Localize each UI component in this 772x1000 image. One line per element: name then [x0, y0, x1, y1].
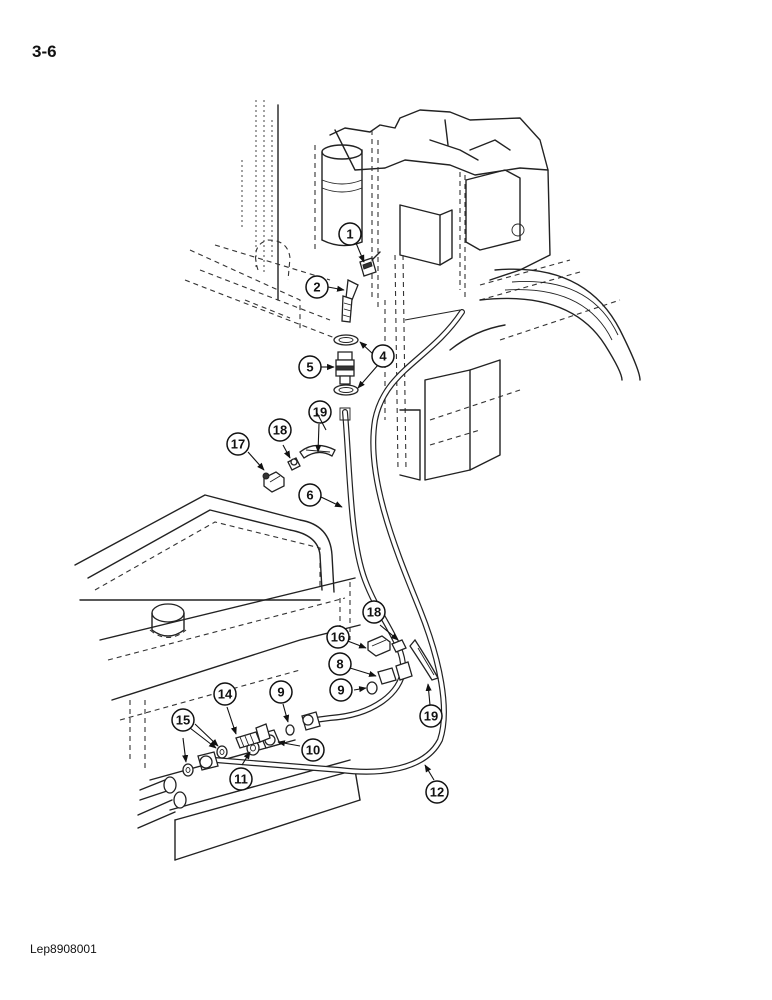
svg-text:12: 12	[430, 785, 444, 800]
svg-text:1: 1	[346, 227, 353, 242]
svg-text:14: 14	[218, 687, 233, 702]
fuel-filter-5	[335, 351, 355, 385]
svg-text:8: 8	[336, 657, 343, 672]
svg-text:17: 17	[231, 437, 245, 452]
clip-18-upper	[287, 457, 301, 471]
callout-9-lower: 9	[329, 678, 353, 702]
page-number: 3-6	[32, 42, 57, 61]
drawing-reference-id: Lep8908001	[30, 942, 97, 956]
machine-background	[74, 100, 641, 861]
svg-text:4: 4	[379, 349, 387, 364]
callout-5: 5	[298, 355, 322, 379]
callout-4: 4	[371, 344, 395, 368]
callout-1: 1	[338, 222, 362, 246]
bolt-8	[377, 661, 413, 685]
oring-15-lower	[182, 763, 194, 777]
svg-text:19: 19	[313, 405, 327, 420]
clip-16	[367, 635, 391, 657]
bracket-17	[262, 471, 285, 493]
strap-19-lower	[409, 638, 439, 681]
fitting-hose-12-end	[197, 751, 219, 771]
svg-text:5: 5	[306, 360, 313, 375]
callout-11: 11	[229, 767, 253, 791]
leader-19-tail	[316, 412, 327, 431]
svg-text:6: 6	[306, 488, 313, 503]
bolt-14	[235, 723, 271, 749]
svg-text:9: 9	[337, 683, 344, 698]
callout-17: 17	[226, 432, 250, 456]
callout-19-upper: 19	[308, 400, 332, 424]
callout-10: 10	[301, 738, 325, 762]
callout-19-lower: 19	[419, 704, 443, 728]
svg-text:18: 18	[273, 423, 287, 438]
callout-16: 16	[326, 625, 350, 649]
leader-15-split	[189, 727, 217, 749]
hose-6	[312, 407, 407, 723]
clip-18-lower	[391, 639, 407, 653]
elbow-2	[341, 279, 359, 323]
svg-text:16: 16	[331, 630, 345, 645]
svg-text:18: 18	[367, 605, 381, 620]
callout-18-upper: 18	[268, 418, 292, 442]
callout-12: 12	[425, 780, 449, 804]
oring-9-upper	[285, 724, 295, 736]
callout-2: 2	[305, 275, 329, 299]
svg-text:9: 9	[277, 685, 284, 700]
hose-12	[212, 309, 465, 775]
fitting-near-hose-6	[301, 711, 321, 731]
callout-9-upper: 9	[269, 680, 293, 704]
callout-8: 8	[328, 652, 352, 676]
svg-text:19: 19	[424, 709, 438, 724]
fitting-1	[359, 251, 381, 277]
callout-15: 15	[171, 708, 195, 732]
clamp-4-lower	[333, 384, 359, 396]
svg-text:15: 15	[176, 713, 190, 728]
oring-15-upper	[216, 745, 228, 759]
callout-18-lower: 18	[362, 600, 386, 624]
clamp-4-upper	[333, 334, 359, 346]
svg-text:10: 10	[306, 743, 320, 758]
svg-text:2: 2	[313, 280, 320, 295]
callout-14: 14	[213, 682, 237, 706]
callout-6: 6	[298, 483, 322, 507]
oring-9-lower	[366, 681, 378, 695]
svg-text:11: 11	[234, 772, 248, 787]
